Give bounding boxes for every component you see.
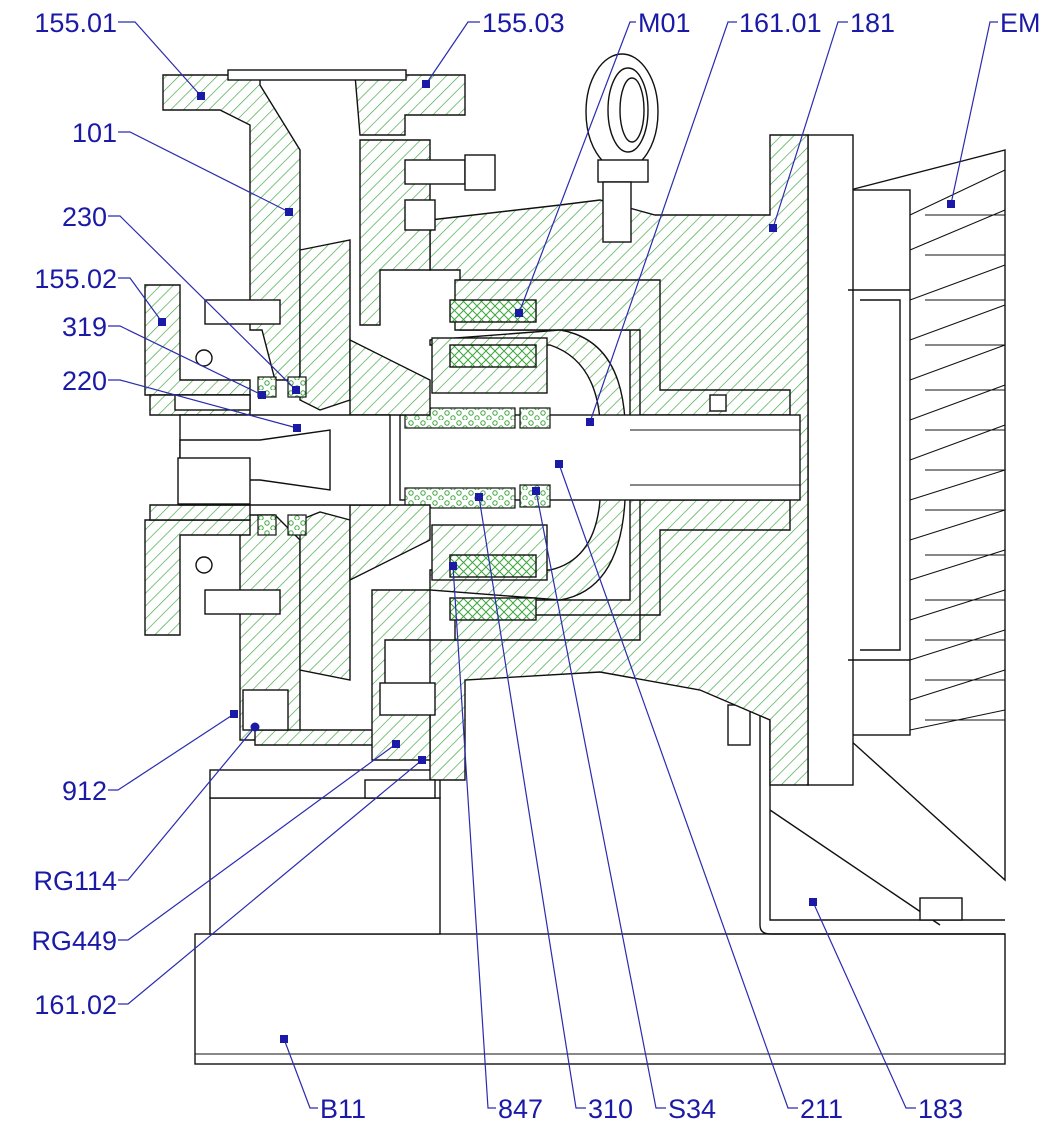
label-155-01: 155.01 — [34, 8, 117, 38]
label-230: 230 — [62, 202, 107, 232]
label-rg449: RG449 — [31, 926, 117, 956]
baseplate — [194, 933, 1006, 1065]
leader-lines — [108, 21, 998, 1109]
label-183: 183 — [918, 1094, 963, 1122]
label-155-03: 155.03 — [482, 8, 565, 38]
part-markers — [158, 80, 955, 1043]
impeller — [177, 239, 431, 681]
label-s34: S34 — [668, 1094, 716, 1122]
label-161-01: 161.01 — [739, 8, 822, 38]
label-b11: B11 — [320, 1094, 366, 1122]
label-155-02: 155.02 — [34, 264, 117, 294]
drive-magnet — [429, 299, 626, 621]
bolts — [174, 154, 496, 799]
motor-group — [807, 134, 1006, 882]
label-847: 847 — [498, 1094, 543, 1122]
label-310: 310 — [588, 1094, 633, 1122]
motor-cooling-fins — [909, 169, 1006, 731]
label-181: 181 — [850, 8, 895, 38]
label-220: 220 — [62, 366, 107, 396]
bearing-group — [404, 407, 551, 509]
label-rg114: RG114 — [33, 866, 117, 896]
label-161-02: 161.02 — [34, 990, 117, 1020]
part-labels: 155.01 155.03 M01 161.01 181 EM 101 230 … — [31, 8, 1040, 1122]
label-211: 211 — [800, 1094, 843, 1122]
shaft — [399, 414, 801, 501]
label-101: 101 — [72, 118, 117, 148]
lifting-eye — [585, 53, 659, 243]
label-319: 319 — [62, 312, 107, 342]
label-em: EM — [1000, 8, 1041, 38]
pump-support-block — [209, 797, 441, 935]
label-m01: M01 — [638, 8, 691, 38]
label-912: 912 — [62, 776, 107, 806]
